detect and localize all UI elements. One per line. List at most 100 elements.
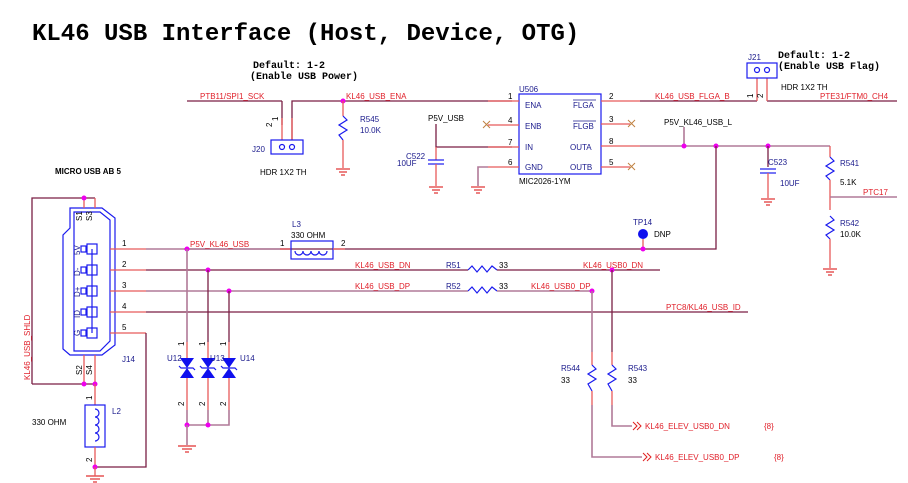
r52-value: 33 [499, 282, 508, 291]
u12-pin2-num: 2 [177, 401, 186, 406]
j21-value: HDR 1X2 TH [781, 83, 828, 92]
u506-pin-gnd-label: GND [525, 163, 543, 172]
page-ref-dn: {8} [764, 422, 774, 431]
j14-s4-label: S4 [85, 365, 94, 375]
ground-icon [429, 186, 443, 194]
wire-usb-shld [31, 197, 95, 384]
u506-num-flgb: 3 [609, 115, 614, 124]
j14-s1-label: S1 [75, 211, 84, 221]
offpage-connector-icon [632, 421, 642, 431]
l3-coil [294, 250, 328, 256]
u14-diode-top [222, 358, 236, 368]
junction [205, 422, 211, 428]
net-label-usb0-dp: KL46_USB0_DP [531, 282, 591, 291]
l3-ref: L3 [292, 220, 301, 229]
r543-value: 33 [628, 376, 637, 385]
j14-s2-label: S2 [75, 365, 84, 375]
u12-diode-top [180, 358, 194, 368]
net-label-pte31: PTE31/FTM0_CH4 [820, 92, 889, 101]
r545-ref: R545 [360, 115, 380, 124]
j14-num-5: 5 [122, 323, 127, 332]
u12-pin1-num: 1 [177, 341, 186, 346]
j14-num-2: 2 [122, 260, 127, 269]
l3-pin1-num: 1 [280, 239, 285, 248]
j21-pin-circle [763, 66, 771, 74]
u13-ref: U13 [210, 354, 225, 363]
l3-inductor [290, 240, 334, 260]
ground-icon [761, 198, 775, 206]
u506-pin-outb-label: OUTB [570, 163, 592, 172]
l3-pin2-num: 2 [341, 239, 346, 248]
page-ref-dp: {8} [774, 453, 784, 462]
r51-ref: R51 [446, 261, 461, 270]
j14-pin-id-label: ID [73, 310, 82, 318]
l2-value: 330 OHM [32, 418, 67, 427]
j14-num-4: 4 [122, 302, 127, 311]
r52-ref: R52 [446, 282, 461, 291]
j14-s3-label: S3 [85, 211, 94, 221]
j14-connector-inner [73, 211, 111, 352]
j21-desc-note: (Enable USB Flag) [778, 61, 880, 73]
r541-resistor [824, 156, 836, 181]
net-label-p5v-usb-l: P5V_KL46_USB_L [664, 118, 733, 127]
tp14-ref: TP14 [633, 218, 653, 227]
net-label-elev-dp: KL46_ELEV_USB0_DP [655, 453, 740, 462]
offpage-connector-icon [642, 452, 652, 462]
j14-pin-5v-label: 5V [73, 245, 82, 255]
ground-icon [178, 445, 196, 453]
j21-pin1-num: 1 [746, 93, 755, 98]
schematic-title: KL46 USB Interface (Host, Device, OTG) [32, 21, 579, 48]
j20-value: HDR 1X2 TH [260, 168, 307, 177]
net-label-usb-id: PTC8/KL46_USB_ID [666, 303, 741, 312]
l2-ref: L2 [112, 407, 121, 416]
c523-ref: C523 [768, 158, 788, 167]
l3-value: 330 OHM [291, 231, 326, 240]
l2-pin1-num: 1 [85, 395, 94, 400]
wire-u506-gnd [477, 166, 488, 186]
j14-connector-body [62, 207, 116, 356]
net-label-usb-ena: KL46_USB_ENA [346, 92, 407, 101]
u506-pin-enb-label: ENB [525, 122, 541, 131]
net-label-usb-shld: KL46_USB_SHLD [23, 314, 32, 380]
net-label-elev-dn: KL46_ELEV_USB0_DN [645, 422, 730, 431]
u14-diode-bottom [222, 368, 236, 378]
net-label-ptc17: PTC17 [863, 188, 888, 197]
net-label-p5v-usb: P5V_USB [428, 114, 464, 123]
wire-elev-dp [591, 405, 642, 458]
r542-value: 10.0K [840, 230, 862, 239]
j20-header [270, 139, 304, 155]
net-label-p5v-kl46-usb: P5V_KL46_USB [190, 240, 249, 249]
j14-num-3: 3 [122, 281, 127, 290]
no-connect-icon [627, 162, 636, 171]
j21-header [746, 62, 778, 79]
u12-ref: U12 [167, 354, 182, 363]
u506-value: MIC2026-1YM [519, 177, 571, 186]
j14-pin-g-label: G [73, 330, 82, 336]
r544-value: 33 [561, 376, 570, 385]
u506-ref: U506 [519, 85, 539, 94]
j14-pin-dp-label: D+ [73, 286, 82, 297]
u506-num-flga: 2 [609, 92, 614, 101]
j20-pin1-num: 1 [271, 116, 280, 121]
r545-value: 10.0K [360, 126, 382, 135]
r545-resistor [337, 115, 349, 141]
tp14-value: DNP [654, 230, 671, 239]
net-label-usb0-dn: KL46_USB0_DN [583, 261, 643, 270]
u12-diode-bottom [180, 368, 194, 378]
l2-pin2-num: 2 [85, 457, 94, 462]
ground-icon [823, 268, 837, 276]
wire-p5v-kl46-usb [184, 146, 717, 250]
ground-icon [336, 168, 350, 176]
j21-pin-circle [753, 66, 761, 74]
u506-pin-flga-label: FLGA [573, 101, 595, 110]
c522-ref: C522 [406, 152, 426, 161]
u13-diode-bottom [201, 368, 215, 378]
u506-num-outb: 5 [609, 158, 614, 167]
u506-num-ena: 1 [508, 92, 513, 101]
u506-pin-ena-label: ENA [525, 101, 542, 110]
junction [81, 195, 87, 201]
ground-icon [86, 475, 104, 483]
r542-ref: R542 [840, 219, 860, 228]
u13-pin1-num: 1 [198, 341, 207, 346]
